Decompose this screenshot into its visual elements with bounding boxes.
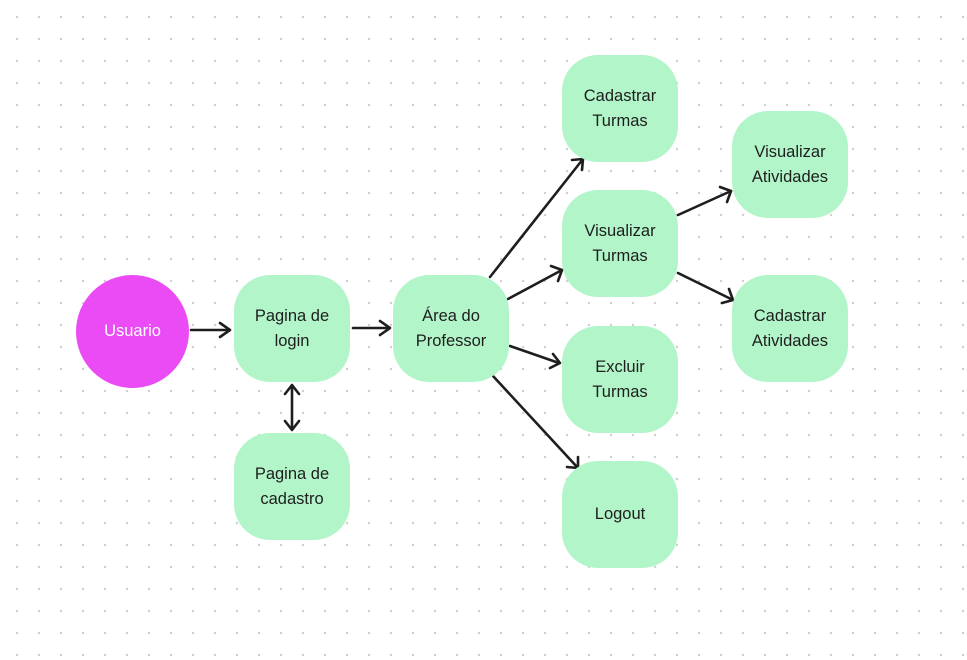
node-visualizar-turmas[interactable]: Visualizar Turmas — [562, 190, 678, 297]
arrowhead-edge-login-cadastro-top — [283, 383, 301, 396]
edge-area-professor-to-cadastrar-turmas — [488, 157, 585, 279]
node-usuario-label: Usuario — [104, 322, 161, 340]
edge-area-professor-to-excluir-turmas — [508, 344, 561, 365]
node-cadastrar-atividades[interactable]: Cadastrar Atividades — [732, 275, 848, 382]
edge-area-professor-to-logout — [491, 374, 580, 470]
arrowhead-edge-visualizar-turmas-to-visualizar-atividades — [718, 185, 733, 204]
node-cadastrar-turmas[interactable]: Cadastrar Turmas — [562, 55, 678, 162]
node-pagina-de-cadastro-label: Pagina de cadastro — [254, 464, 330, 508]
node-visualizar-turmas-label: Visualizar Turmas — [584, 221, 656, 265]
node-excluir-turmas[interactable]: Excluir Turmas — [562, 326, 678, 433]
node-visualizar-atividades[interactable]: Visualizar Atividades — [732, 111, 848, 218]
node-area-do-professor[interactable]: Área do Professor — [393, 275, 509, 382]
edge-visualizar-turmas-to-cadastrar-atividades — [676, 271, 735, 302]
node-excluir-turmas-label: Excluir Turmas — [592, 357, 648, 401]
node-logout[interactable]: Logout — [562, 461, 678, 568]
node-area-do-professor-label: Área do Professor — [415, 306, 487, 350]
node-logout-label: Logout — [594, 505, 646, 523]
node-pagina-de-cadastro[interactable]: Pagina de cadastro — [234, 433, 350, 540]
node-usuario[interactable]: Usuario — [76, 275, 189, 388]
arrowhead-edge-area-professor-to-visualizar-turmas — [549, 264, 564, 283]
node-cadastrar-turmas-label: Cadastrar Turmas — [583, 86, 657, 130]
node-pagina-de-login[interactable]: Pagina de login — [234, 275, 350, 382]
node-cadastrar-atividades-label: Cadastrar Atividades — [751, 306, 829, 350]
edge-area-professor-to-visualizar-turmas — [506, 268, 564, 301]
arrowhead-edge-area-professor-to-excluir-turmas — [548, 352, 562, 370]
node-pagina-de-login-label: Pagina de login — [254, 306, 330, 350]
edge-visualizar-turmas-to-visualizar-atividades — [676, 189, 733, 217]
node-visualizar-atividades-label: Visualizar Atividades — [751, 142, 829, 186]
arrowhead-edge-usuario-to-login — [218, 321, 232, 339]
arrowhead-edge-login-to-area-professor — [378, 319, 392, 337]
arrowhead-edge-login-cadastro-bottom — [283, 419, 301, 432]
